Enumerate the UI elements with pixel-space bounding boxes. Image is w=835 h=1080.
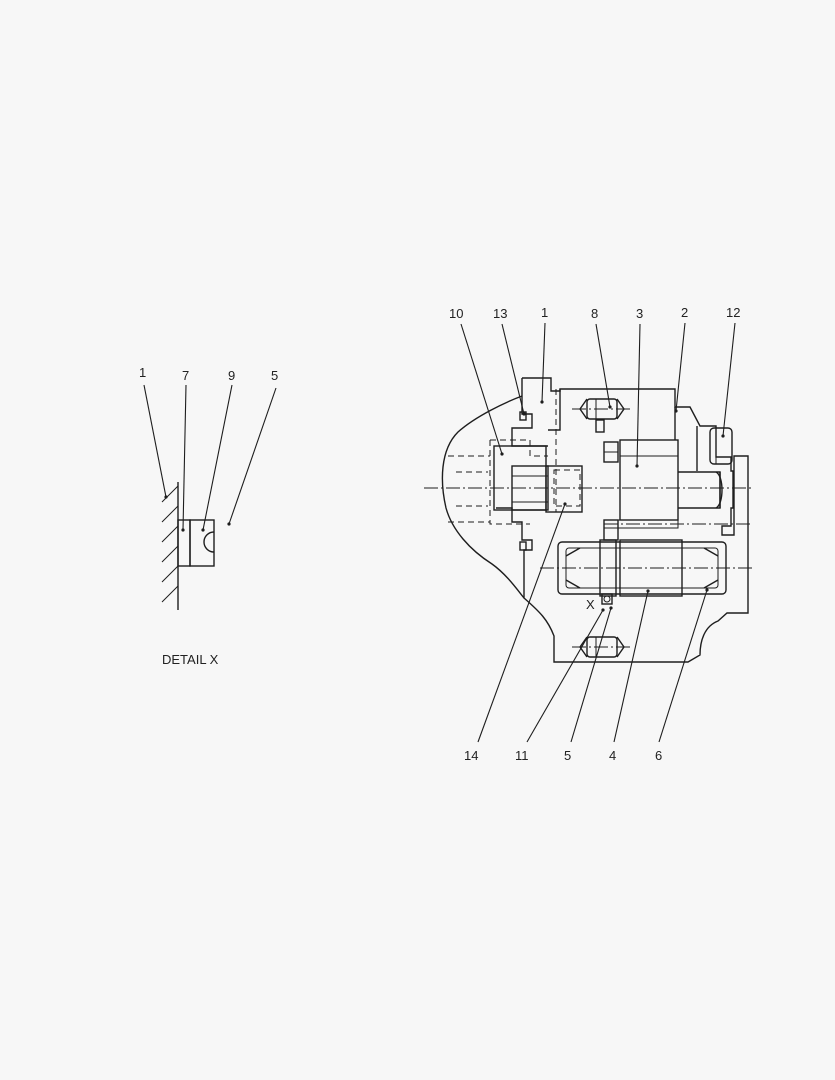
view-marker-x: X xyxy=(586,597,595,612)
detail-label-1: 1 xyxy=(139,365,146,380)
top-bolt xyxy=(572,398,632,433)
main-label-12: 12 xyxy=(726,305,740,320)
detail-caption: DETAIL X xyxy=(162,652,219,667)
wall-hatching xyxy=(161,485,179,603)
main-label-3: 3 xyxy=(636,306,643,321)
main-label-5: 5 xyxy=(564,748,571,763)
main-label-6: 6 xyxy=(655,748,662,763)
main-section-view: 10 13 1 8 3 2 12 14 11 5 4 6 X xyxy=(424,305,752,763)
detail-label-5: 5 xyxy=(271,368,278,383)
flange-outline xyxy=(441,395,525,599)
main-label-4: 4 xyxy=(609,748,616,763)
main-label-2: 2 xyxy=(681,305,688,320)
main-label-13: 13 xyxy=(493,306,507,321)
detail-label-7: 7 xyxy=(182,368,189,383)
main-label-11: 11 xyxy=(515,748,529,763)
detail-label-9: 9 xyxy=(228,368,235,383)
main-label-14: 14 xyxy=(464,748,478,763)
detail-x-view: 1 7 9 5 DETAIL X xyxy=(139,365,278,667)
main-label-10: 10 xyxy=(449,306,463,321)
main-label-1: 1 xyxy=(541,305,548,320)
main-label-8: 8 xyxy=(591,306,598,321)
